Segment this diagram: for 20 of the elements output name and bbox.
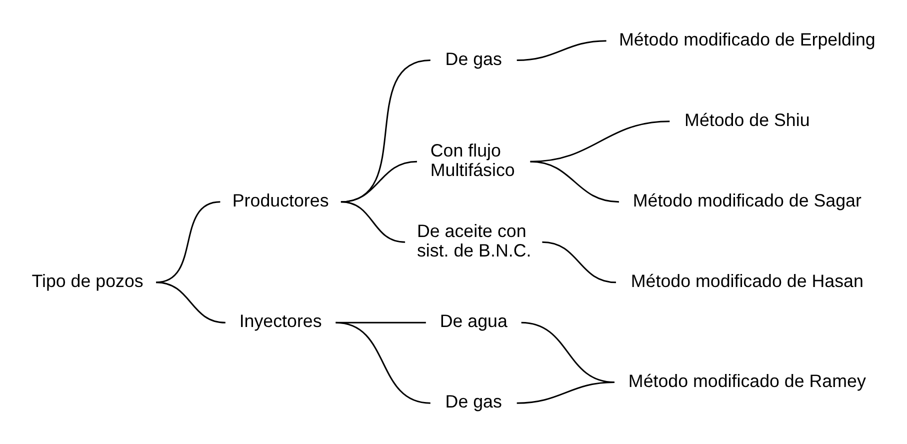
node-text: Método de Shiu xyxy=(684,110,810,130)
connector xyxy=(530,160,620,203)
connector xyxy=(336,322,430,404)
connector xyxy=(156,282,226,324)
node-text: Productores xyxy=(232,190,329,210)
node-text: Método modificado de Hasan xyxy=(630,270,864,291)
node-text: Método modificado de Ramey xyxy=(628,370,866,391)
node-text: Método modificado de Erpelding xyxy=(618,30,876,50)
node-text: Inyectores xyxy=(239,311,322,332)
node-text: De aceite con sist. de B.N.C. xyxy=(416,221,532,260)
node-text: Tipo de pozos xyxy=(32,270,144,291)
node-text: De agua xyxy=(440,311,508,332)
connector xyxy=(516,40,606,61)
node-text: De gas xyxy=(445,48,502,69)
connector xyxy=(340,201,406,243)
connector xyxy=(516,382,615,404)
connector xyxy=(542,241,616,284)
node-text: De gas xyxy=(445,392,502,412)
node-text: Con flujo Multifásico xyxy=(430,140,515,180)
node-text: Método modificado de Sagar xyxy=(632,190,862,210)
